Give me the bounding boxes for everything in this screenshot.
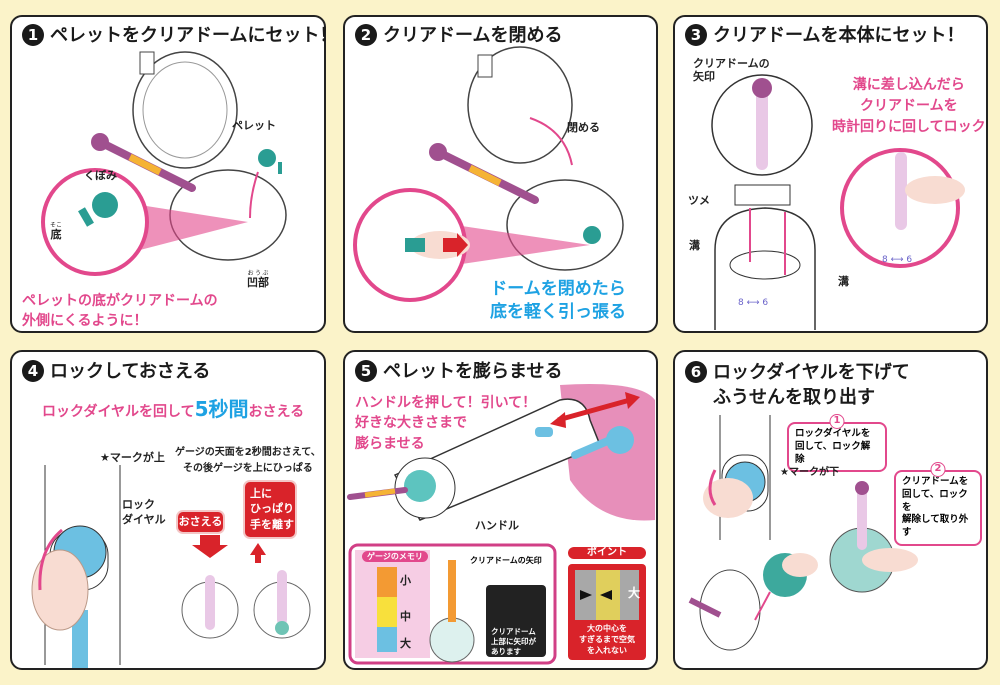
step4-caption: ロックダイヤルを回して5秒間おさえる [42,398,304,421]
step4-title-text: ロックしておさえる [50,361,211,382]
gauge-small: 小 [400,574,411,587]
step1-panel [10,15,326,333]
caption-line: ペレットの底がクリアドームの [22,293,218,309]
caption-part: ロックダイヤルを回して [42,404,195,420]
step-number-badge: 3 [685,24,707,46]
callout-line: ロックダイヤルを [795,428,871,439]
caption-line: 時計回りに回してロック [832,119,986,135]
step-number-badge: 1 [22,24,44,46]
label-bottom-text: 底 [50,228,62,241]
label-line: ダイヤル [122,513,166,527]
step6-title-text: ロックダイヤルを下げて [713,362,910,383]
step3-title: 3 クリアドームを本体にセット！ [685,24,964,47]
step2-title-text: クリアドームを閉める [383,25,563,46]
label-lock-dial: ロックダイヤル [122,497,166,528]
callout-number: 2 [930,462,946,477]
step-number-badge: 6 [685,361,707,383]
label-line: 手を離す [250,517,294,531]
note-line: 大の中心を [587,624,627,633]
label-pellet: ペレット [232,119,276,132]
step6-title-text: ふうせんを取り出す [713,387,875,409]
caption-highlight: 5秒間 [194,397,249,421]
release-label: 上にひっぱり手を離す [245,482,295,537]
callout-line: クリアドームを [902,476,969,487]
caption-part: おさえる [248,404,305,420]
label-handle: ハンドル [475,519,519,532]
step5-caption: ハンドルを押して！引いて！ 好きな大きさまで膨らませる [355,393,536,454]
label-groove-2: 溝 [838,275,849,288]
caption-line: 好きな大きさまで [355,415,467,432]
label-line: 上に [250,487,272,500]
caption-line: 膨らませる [355,435,425,452]
ruby: そこ [50,222,63,229]
gauge-large: 大 [400,637,411,650]
label-bottom: 底そこ [50,222,62,242]
step2-title: 2 クリアドームを閉める [355,24,562,47]
gauge-note: クリアドーム上部に矢印があります [491,627,536,656]
step1-caption: ペレットの底がクリアドームの外側にくるように！ [22,291,218,332]
label-groove: 溝 [689,239,700,252]
point-large: 大 [628,586,641,600]
ruby: おうぶ [247,270,269,277]
step3-title-text: クリアドームを本体にセット！ [713,25,965,46]
step-number-badge: 5 [355,360,377,382]
gauge-medium: 中 [400,610,411,623]
callout-line: 回して、ロック解除 [795,440,871,465]
caption-line: 外側にくるように！ [22,313,148,330]
label-star-down: ★マークが下 [780,467,839,478]
step4-title: 4 ロックしておさえる [22,360,210,383]
caption-line: ハンドルを押して！引いて！ [355,395,537,411]
press-label: おさえる [178,512,223,532]
callout-line: 解除して取り外す [902,514,969,539]
step5-title-text: ペレットを膨らませる [383,361,563,382]
note-line: を入れない [587,645,627,655]
step-number-badge: 4 [22,360,44,382]
label-line: 矢印 [693,69,715,83]
label-claw: ツメ [688,194,710,207]
caption-line: ドームを閉めたら [490,279,626,299]
label-dome-arrow: クリアドームの矢印 [693,57,770,83]
label-kubomi: くぼみ [84,169,117,182]
step2-caption: ドームを閉めたら底を軽く引っ張る [490,278,626,324]
caption-line: クリアドームを [860,98,958,114]
step-number-badge: 2 [355,24,377,46]
note-line: すぎるまで空気 [579,634,635,644]
note-line: ゲージの天面を2秒間おさえて、 [175,447,321,458]
label-close: 閉める [567,121,600,134]
step6-title: 6 ロックダイヤルを下げてふうせんを取り出す [685,360,910,410]
point-note: 大の中心をすぎるまで空気を入れない [570,624,644,656]
step1-title: 1 ペレットをクリアドームにセット！ [22,24,337,47]
callout-line: 回して、ロックを [902,488,968,513]
label-line: クリアドームの [693,57,770,70]
point-title: ポイント [568,547,646,559]
step1-title-text: ペレットをクリアドームにセット！ [50,25,338,46]
note-line: 上部に矢印が [491,636,536,646]
note-line: クリアドーム [491,627,536,636]
label-line: ロック [122,498,155,511]
gauge-title: ゲージのメモリ [362,551,428,563]
note-line: あります [491,646,521,656]
gauge-arrow-label: クリアドームの矢印 [470,556,542,565]
step4-note: ゲージの天面を2秒間おさえて、その後ゲージを上にひっぱる [175,445,321,477]
step5-title: 5 ペレットを膨らませる [355,360,562,383]
caption-line: 底を軽く引っ張る [490,301,626,322]
caption-line: 溝に差し込んだら [852,77,965,93]
step3-caption: 溝に差し込んだらクリアドームを時計回りに回してロック [832,75,986,138]
label-star-up: ★マークが上 [100,451,165,464]
label-line: ひっぱり [250,502,294,516]
callout-number: 1 [829,414,845,429]
label-recess-text: 凹部 [247,276,269,289]
label-recess: 凹部おうぶ [247,270,269,290]
note-line: その後ゲージを上にひっぱる [182,463,313,474]
